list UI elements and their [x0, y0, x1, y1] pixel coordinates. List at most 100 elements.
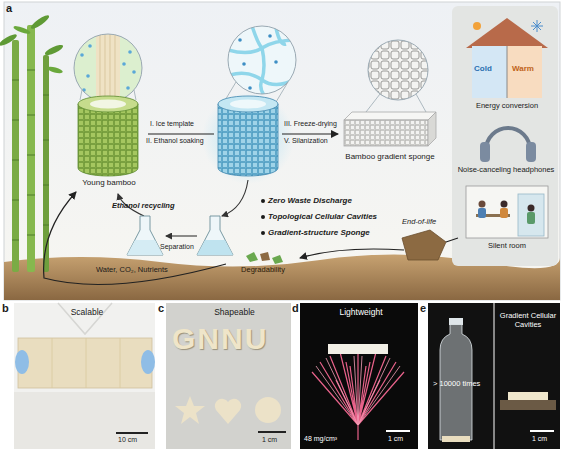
zoom-ice-template [238, 34, 286, 92]
feature-bullet: Zero Waste Discharge [268, 196, 352, 205]
panel-heading: Lightweight [304, 308, 418, 318]
photo-shapeable [166, 303, 291, 449]
silent-room-icon [500, 208, 508, 218]
application-panel [452, 6, 558, 266]
zoom-bamboo-structure [122, 62, 126, 66]
figure-panel: aYoung bamboo Bamboo gradient sponge ColdW… [4, 2, 560, 300]
degraded-pieces [272, 255, 283, 264]
sponge-block [344, 112, 436, 120]
zoom-ice-template [228, 26, 296, 94]
end-of-life-chunk [402, 230, 446, 260]
zoom-sponge-cells [368, 40, 428, 100]
silent-room-icon [466, 186, 548, 238]
ice-templated-tube [202, 92, 294, 184]
step-label: II. Ethanol soaking [146, 137, 204, 145]
photo-scalable [18, 338, 152, 388]
young-bamboo-tube [78, 96, 138, 112]
panel-letter: c [158, 302, 164, 315]
flasks [197, 216, 233, 255]
ice-templated-tube [218, 104, 278, 176]
step-label: V. Silanization [284, 137, 328, 145]
zoom-ice-template [238, 38, 242, 42]
node-label: Young bamboo [64, 178, 154, 187]
photo-shapeable [166, 303, 291, 449]
headphones-icon [480, 128, 536, 162]
photo-durability [428, 303, 560, 449]
photo-scalable [141, 350, 155, 374]
photo-lightweight [316, 356, 400, 425]
scale-bar-label: 1 cm [262, 436, 277, 444]
zoom-ice-template [268, 34, 272, 38]
bamboo-plants [12, 40, 19, 272]
product-node: Bamboo gradient sponge [338, 102, 442, 164]
headphones-icon [480, 142, 490, 162]
zoom-ice-template [274, 60, 278, 64]
young-bamboo-tube [78, 96, 138, 176]
application-node: Noise-canceling headphones [456, 118, 556, 178]
edge-label: End-of-life [402, 218, 436, 227]
zoom-bamboo-structure [88, 44, 92, 48]
photo-scalable [14, 303, 155, 449]
silent-room-icon [527, 212, 535, 224]
house-icon [507, 46, 542, 98]
photo-panel: d Lightweight [292, 302, 419, 450]
ice-templated-tube [218, 96, 278, 112]
edge-label: Water, CO₂, Nutrients [96, 266, 168, 275]
step-label: I. Ice template [150, 120, 194, 128]
bamboo-plants [0, 13, 64, 272]
sponge-block [344, 120, 428, 146]
bamboo-plants [47, 66, 64, 75]
silent-room-icon [479, 201, 486, 208]
photo-lightweight [312, 350, 404, 440]
photo-shapeable [175, 396, 205, 424]
zoom-bamboo-structure [80, 44, 136, 92]
silent-room-icon [478, 208, 486, 218]
silent-room-icon [518, 194, 544, 236]
degraded-pieces [246, 252, 283, 264]
house-icon [466, 18, 548, 98]
zoom-ice-template [224, 26, 298, 102]
zoom-bamboo-structure [74, 34, 142, 102]
photo-scalable [52, 338, 120, 388]
panel-letter: a [6, 2, 12, 15]
application-node: ColdWarmEnergy conversion [462, 14, 552, 114]
sponge-block [344, 112, 436, 146]
node-label: Warm [512, 64, 534, 73]
photo-durability [442, 436, 470, 442]
bullet-dot [261, 215, 265, 219]
feature-bullet: Topological Cellular Cavities [268, 212, 377, 221]
photo-durability [494, 303, 495, 449]
zoom-bamboo-structure [80, 53, 84, 57]
photo-durability [508, 392, 548, 400]
shape-letters: GNNU [172, 322, 268, 357]
panel-letter: b [2, 302, 9, 315]
bamboo-plants [13, 25, 32, 36]
sponge-block [428, 112, 436, 146]
photo-panel: bScalable [2, 302, 156, 450]
photo-lightweight [328, 344, 388, 354]
node-label: Energy conversion [458, 102, 556, 111]
zoom-bamboo-structure [128, 50, 132, 54]
headphones-icon [486, 128, 530, 150]
photo-scalable [116, 432, 148, 434]
photo-scalable [15, 350, 29, 374]
house-icon [472, 46, 507, 98]
photo-label: Gradient Cellular Cavities [497, 312, 559, 329]
end-of-life-arrow [300, 238, 458, 258]
photo-scalable [14, 392, 155, 449]
degraded-pieces [246, 252, 258, 262]
zoom-sponge-cells [366, 38, 430, 112]
bullet-dot [261, 231, 265, 235]
scale-bar-label: 1 cm [388, 435, 403, 443]
loop-label: Ethanol recycling [112, 202, 175, 211]
scale-bar-label: 10 cm [118, 436, 137, 444]
photo-scalable [14, 303, 155, 449]
cycle-label: > 10000 times [433, 380, 480, 389]
photo-shapeable [255, 397, 281, 423]
young-bamboo-tube [90, 100, 126, 109]
zoom-ice-template [248, 86, 252, 90]
silent-room-icon [466, 186, 548, 238]
panel-letter: d [292, 302, 299, 315]
ice-templated-tube [230, 100, 266, 109]
